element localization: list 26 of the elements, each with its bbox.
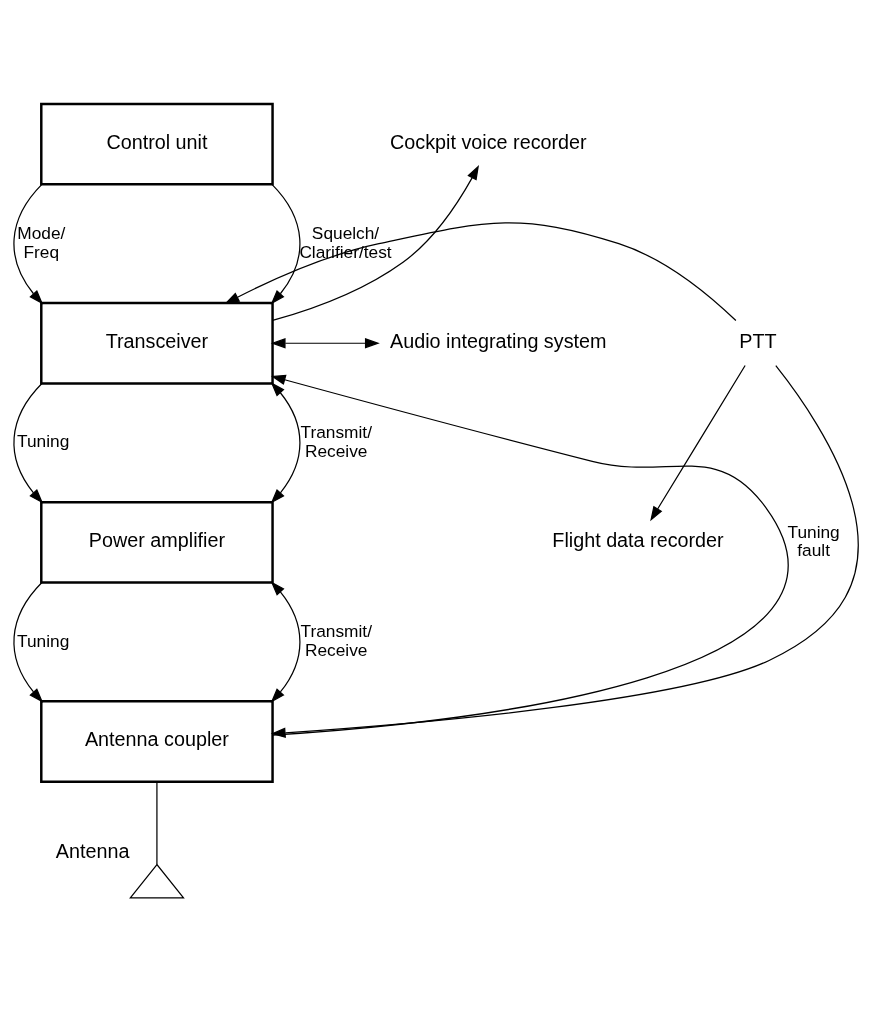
arrow [13, 581, 44, 703]
arrow [650, 364, 746, 522]
node-label: Antenna [55, 840, 130, 863]
node-text: Flight data recorder [552, 529, 724, 552]
arrow [270, 581, 301, 703]
edge-label: Tuning [17, 630, 70, 651]
node-box: Power amplifier [40, 500, 274, 584]
node-text: PTT [739, 329, 777, 352]
edge-label: Tuning [17, 431, 70, 452]
node-box: Transceiver [40, 301, 274, 385]
connector [156, 781, 158, 866]
arrow [224, 222, 737, 322]
arrow [13, 382, 44, 504]
edge-label: Transmit/ Receive [300, 422, 372, 461]
edge-label: Transmit/ Receive [300, 621, 372, 660]
node-text: Audio integrating system [390, 329, 607, 352]
node-box: Antenna coupler [40, 700, 274, 783]
edge-label: Tuning fault [787, 521, 840, 561]
arrow [270, 338, 380, 349]
arrow [272, 165, 480, 322]
arrow [13, 183, 44, 305]
arrow [270, 382, 301, 504]
arrow [270, 183, 301, 305]
node-text: Cockpit voice recorder [390, 130, 587, 153]
edge-label: Mode/ Freq [17, 223, 66, 262]
node-box: Control unit [40, 102, 274, 186]
